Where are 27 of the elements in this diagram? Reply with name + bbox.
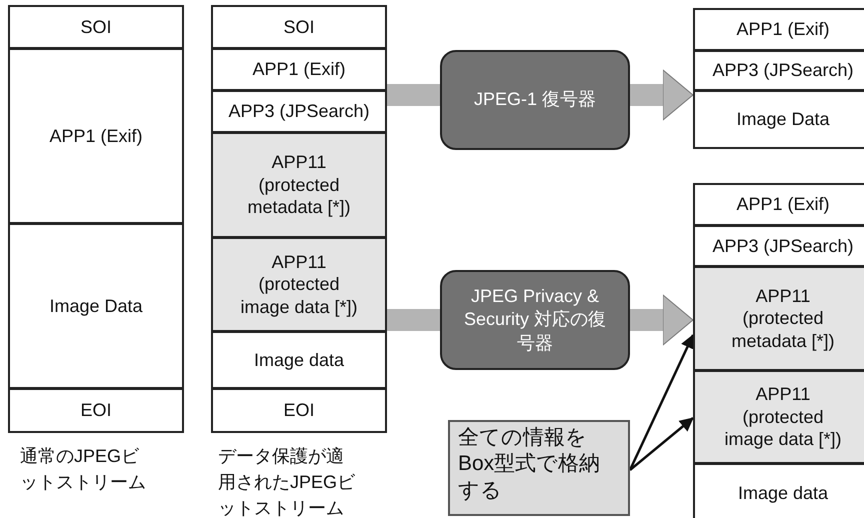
segment-box: Image Data: [693, 90, 864, 149]
segment-box: APP3 (JPSearch): [693, 50, 864, 91]
segment-box: APP1 (Exif): [8, 48, 184, 224]
arrow: [629, 417, 694, 471]
segment-box: SOI: [211, 5, 387, 49]
decoder-box: JPEG-1 復号器: [440, 50, 630, 150]
segment-box: Image data: [693, 463, 864, 518]
segment-box: APP1 (Exif): [693, 183, 864, 226]
caption-text: データ保護が適用されたJPEGビットストリーム: [218, 445, 356, 518]
segment-box: EOI: [211, 388, 387, 433]
segment-box: APP11 (protected image data [*]): [693, 370, 864, 464]
segment-box: APP1 (Exif): [693, 8, 864, 51]
segment-box: EOI: [8, 388, 184, 433]
segment-box: APP11 (protected image data [*]): [211, 237, 387, 332]
segment-box: APP1 (Exif): [211, 48, 387, 91]
segment-box: Image Data: [8, 223, 184, 389]
caption-text: 通常のJPEGビットストリーム: [20, 445, 147, 494]
block-arrow: [630, 294, 694, 346]
segment-box: APP3 (JPSearch): [693, 225, 864, 267]
segment-box: APP11 (protected metadata [*]): [211, 132, 387, 238]
segment-box: SOI: [8, 5, 184, 49]
segment-box: APP11 (protected metadata [*]): [693, 266, 864, 371]
segment-box: APP3 (JPSearch): [211, 90, 387, 133]
block-arrow: [630, 70, 694, 120]
segment-box: Image data: [211, 331, 387, 389]
decoder-box: JPEG Privacy & Security 対応の復号器: [440, 270, 630, 370]
callout-box: 全ての情報をBox型式で格納する: [448, 420, 630, 516]
